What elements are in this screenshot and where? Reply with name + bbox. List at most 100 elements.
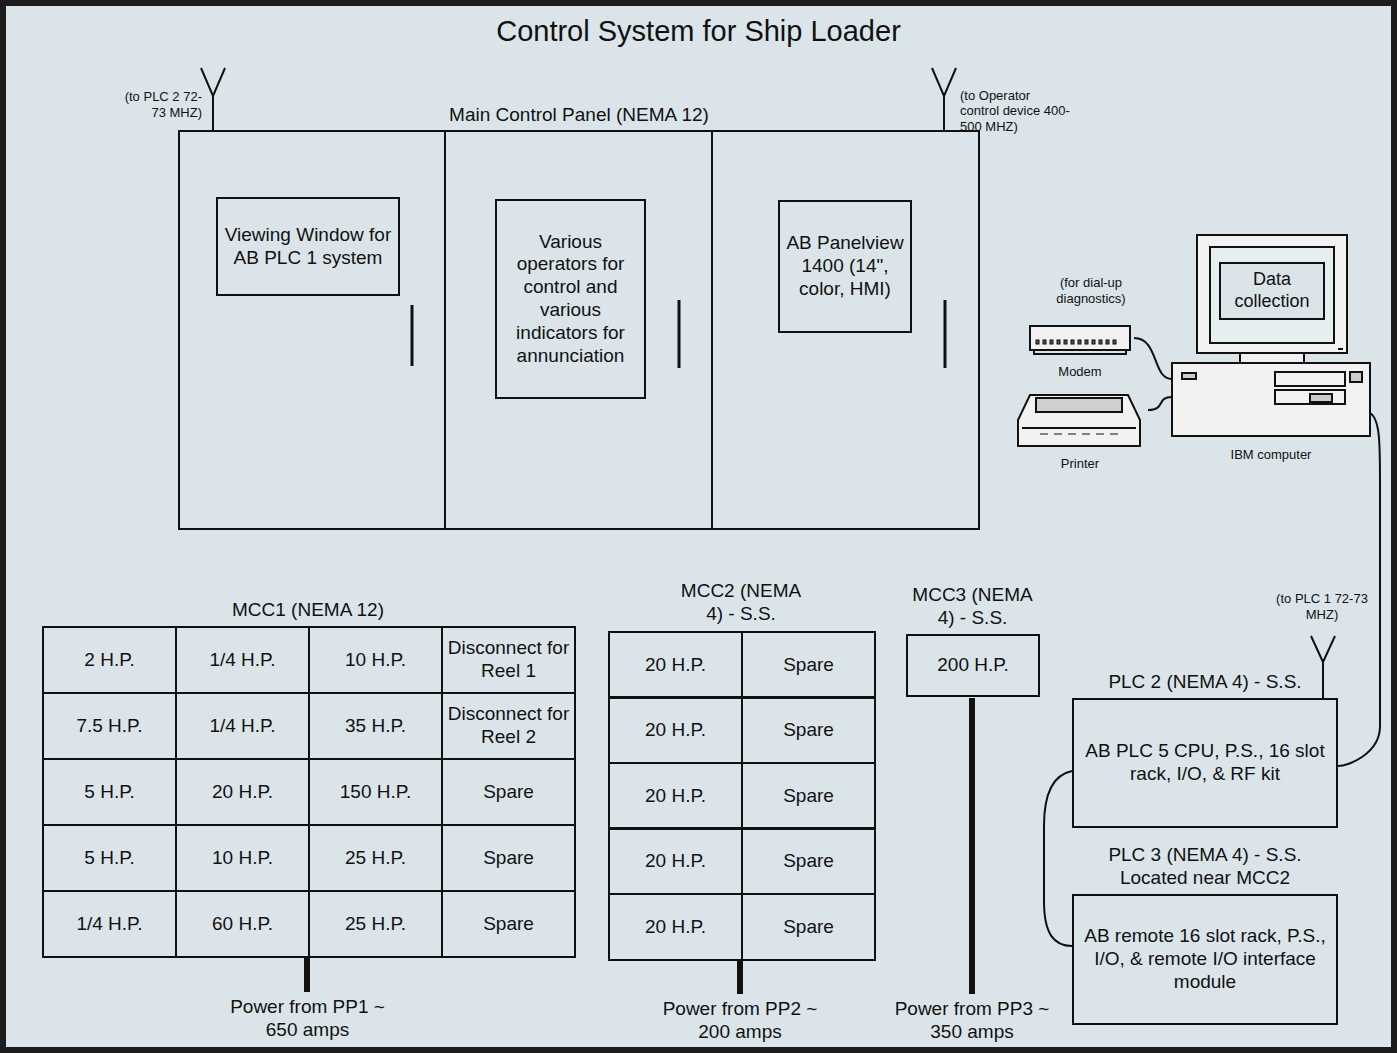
cell-text: 25 H.P. — [345, 847, 406, 870]
power-feeder — [737, 959, 743, 994]
table-cell: 5 H.P. — [42, 758, 177, 826]
table-cell: 60 H.P. — [175, 890, 310, 958]
table-cell: 1/4 H.P. — [175, 626, 310, 694]
note-label: (to PLC 1 72-73 MHZ) — [1268, 590, 1376, 624]
door-handle — [411, 305, 414, 366]
computer-icon: IBM computer — [1172, 363, 1370, 463]
antenna-symbol — [932, 68, 956, 130]
cell-text: 20 H.P. — [645, 654, 706, 677]
cable-connector — [1044, 771, 1072, 946]
cell-text: 1/4 H.P. — [209, 649, 275, 672]
note-label: (to Operator control device 400-500 MHZ) — [960, 84, 1072, 138]
cell-text: 150 H.P. — [340, 781, 411, 804]
printer-icon: Printer — [1012, 390, 1148, 472]
box-body: AB remote 16 slot rack, P.S., I/O, & rem… — [1072, 894, 1338, 1025]
power-feeder — [304, 956, 310, 992]
cell-text: 7.5 H.P. — [76, 715, 142, 738]
cable-connector — [1134, 338, 1172, 379]
note-text: Power from PP2 ~ 200 amps — [652, 998, 828, 1044]
cell-text: 5 H.P. — [84, 847, 134, 870]
cell-text: 20 H.P. — [645, 850, 706, 873]
table-cell: 150 H.P. — [308, 758, 443, 826]
table-cell: 20 H.P. — [175, 758, 310, 826]
antenna-symbol — [201, 68, 225, 130]
table-cell: 25 H.P. — [308, 890, 443, 958]
note-label: Power from PP1 ~ 650 amps — [220, 994, 395, 1044]
printer-illustration — [1018, 395, 1140, 446]
table-cell: 5 H.P. — [42, 824, 177, 892]
plc-box: PLC 2 (NEMA 4) - S.S.AB PLC 5 CPU, P.S.,… — [1072, 666, 1338, 828]
table-heading: MCC2 (NEMA 4) - S.S. — [671, 580, 811, 626]
cell-text: 10 H.P. — [345, 649, 406, 672]
cell-text: 60 H.P. — [212, 913, 273, 936]
cell-text: Spare — [783, 916, 834, 939]
cell-text: Spare — [783, 850, 834, 873]
cell-text: 35 H.P. — [345, 715, 406, 738]
cable-connector — [1148, 397, 1172, 410]
cell-text: 20 H.P. — [212, 781, 273, 804]
box-text: Data collection — [1225, 269, 1319, 312]
note-text: (for dial-up diagnostics) — [1036, 275, 1146, 306]
cell-text: 20 H.P. — [645, 719, 706, 742]
table-cell: Spare — [441, 758, 576, 826]
cell-text: 5 H.P. — [84, 781, 134, 804]
modem-icon: Modem — [1026, 322, 1134, 380]
table-heading: MCC1 (NEMA 12) — [232, 599, 384, 622]
table-cell: 20 H.P. — [608, 631, 743, 699]
note-text: Power from PP3 ~ 350 amps — [884, 998, 1060, 1044]
box-text: AB Panelview 1400 (14", color, HMI) — [784, 232, 906, 300]
table-cell: Spare — [741, 827, 876, 895]
table-cell: 20 H.P. — [608, 696, 743, 764]
panel-divider — [711, 131, 713, 529]
icon-caption: Printer — [1059, 456, 1101, 472]
cell-text: 25 H.P. — [345, 913, 406, 936]
note-text: (to Operator control device 400-500 MHZ) — [960, 88, 1072, 135]
box-heading: PLC 3 (NEMA 4) - S.S. Located near MCC2 — [1080, 844, 1330, 890]
cell-text: Spare — [483, 847, 534, 870]
plc-box: PLC 3 (NEMA 4) - S.S. Located near MCC2A… — [1072, 838, 1338, 1025]
table-cell: Spare — [741, 893, 876, 961]
box-text: Various operators for control and variou… — [501, 231, 640, 368]
cell-text: Spare — [783, 654, 834, 677]
cell-text: Spare — [483, 781, 534, 804]
mcc-box: MCC3 (NEMA 4) - S.S. 200 H.P. — [880, 568, 1065, 697]
box-body: AB PLC 5 CPU, P.S., 16 slot rack, I/O, &… — [1072, 698, 1338, 828]
cell-text: 20 H.P. — [645, 916, 706, 939]
icon-caption: IBM computer — [1229, 447, 1314, 463]
door-handle — [944, 300, 947, 368]
table-cell: Spare — [741, 696, 876, 764]
box-text: 200 H.P. — [937, 654, 1008, 677]
cell-text: 10 H.P. — [212, 847, 273, 870]
table-cell: 20 H.P. — [608, 762, 743, 830]
cell-text: Spare — [483, 913, 534, 936]
note-text: (to PLC 1 72-73 MHZ) — [1268, 591, 1376, 622]
control-panel: Main Control Panel (NEMA 12) Viewing Wind… — [178, 100, 980, 530]
table-cell: 25 H.P. — [308, 824, 443, 892]
window-box: Viewing Window for AB PLC 1 system — [216, 197, 400, 296]
table-cell: 2 H.P. — [42, 626, 177, 694]
cell-text: 1/4 H.P. — [209, 715, 275, 738]
note-label: (to PLC 2 72-73 MHZ) — [118, 88, 202, 122]
operator-box: Various operators for control and variou… — [495, 199, 646, 399]
cable-connector — [1338, 413, 1380, 766]
table-cell: Spare — [441, 890, 576, 958]
antenna-symbol — [1311, 636, 1335, 698]
power-feeder — [969, 698, 975, 994]
table-cell: Spare — [741, 762, 876, 830]
box-text: Viewing Window for AB PLC 1 system — [222, 224, 394, 270]
modem-illustration — [1030, 326, 1130, 354]
cell-text: 1/4 H.P. — [76, 913, 142, 936]
panel-heading: Main Control Panel (NEMA 12) — [449, 104, 709, 127]
mcc-table: MCC1 (NEMA 12) — [42, 596, 574, 626]
table-cell: 1/4 H.P. — [42, 890, 177, 958]
monitor-illustration — [1197, 235, 1347, 363]
table-cell: 20 H.P. — [608, 893, 743, 961]
diagram-title: Control System for Ship Loader — [0, 14, 1397, 49]
table-cell: Spare — [741, 631, 876, 699]
note-text: (to PLC 2 72-73 MHZ) — [118, 89, 202, 120]
cell-text: Disconnect for Reel 1 — [447, 637, 570, 683]
hmi-box: AB Panelview 1400 (14", color, HMI) — [778, 200, 912, 333]
box-text: AB remote 16 slot rack, P.S., I/O, & rem… — [1078, 925, 1332, 993]
cell-text: Spare — [783, 785, 834, 808]
box-heading: MCC3 (NEMA 4) - S.S. — [903, 584, 1043, 630]
